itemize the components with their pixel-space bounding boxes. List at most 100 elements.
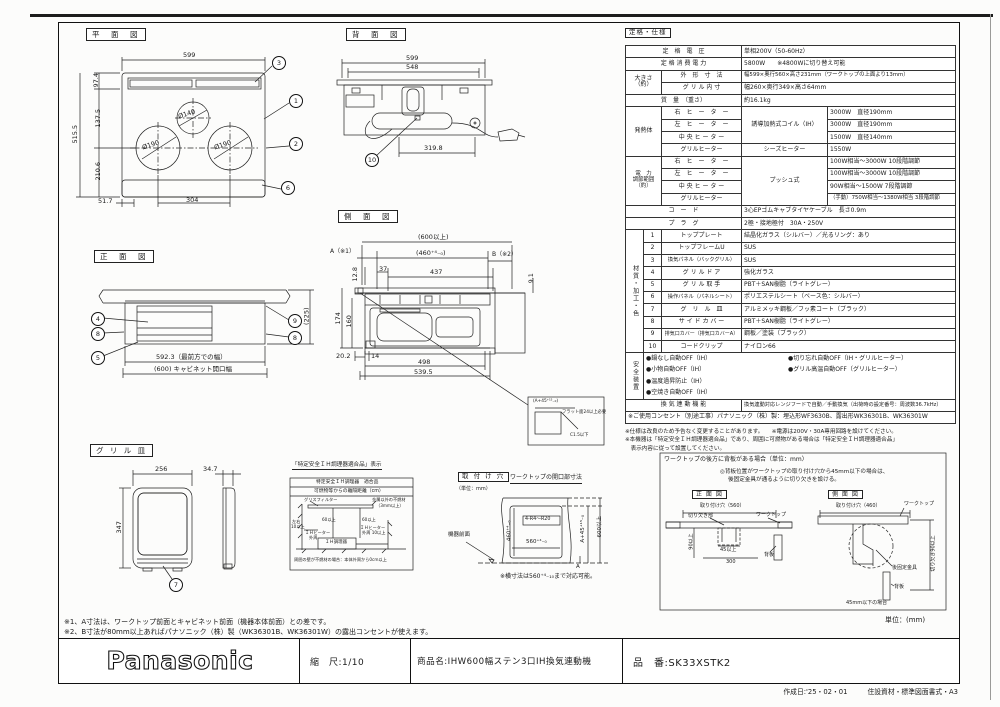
spec-adjust-right: 右 ヒ ー タ ー xyxy=(661,155,742,169)
callout-1: 1 xyxy=(289,94,303,108)
rearpanel-notch: 切り欠き部 xyxy=(688,513,714,519)
material-value: ポリエステルシート（ベース色：シルバー） xyxy=(741,290,956,305)
rear-view-art xyxy=(336,59,526,157)
safety-label-section: 「特定安全ＩＨ調理器適合品」表示 特定安全ＩＨ調理器 適合品 可燃物等からの離隔… xyxy=(288,460,418,578)
mounting-unit: （単位：mm） xyxy=(456,486,491,492)
spec-size-grill-value: 幅260×奥行349×高さ64mm xyxy=(741,81,956,96)
safety-label-art xyxy=(289,477,414,571)
safety-lr: 左右 xyxy=(292,519,301,524)
worktop-rear-panel-section: ワークトップの後方に背板がある場合（単位：mm） ◎背板位置がワークトップの取り… xyxy=(658,450,950,615)
spec-adjust-center: 中 央 ヒ ー タ ー xyxy=(661,180,742,194)
material-name: グ リ ル 取 手 xyxy=(661,278,742,292)
callout-9: 9 xyxy=(288,314,302,328)
safety-h2: 可燃物等からの離隔距離（cm） xyxy=(314,489,384,494)
rear-dim-319-8: 319.8 xyxy=(424,144,443,152)
side-detail-flat-note: フラット面24以上必要 xyxy=(562,410,607,415)
safety-cooker: ＩＨ調理器 xyxy=(325,540,347,545)
mounting-hole-section: 取 付 け 穴 （単位：mm） ワークトップの開口部寸法 4-R4～R20 46… xyxy=(448,468,653,598)
spec-title: 定格・仕様 xyxy=(625,28,671,38)
spec-adjust-left-value: 100W相当～3000W 10段階調節 xyxy=(827,167,956,182)
spec-heater-center: 中 央 ヒ ー タ ー xyxy=(661,131,742,145)
paper-right-edge xyxy=(990,14,991,700)
spec-coil: 誘導加熱式コイル（IH） xyxy=(741,106,828,145)
side-ref-a: A（※1） xyxy=(330,248,355,255)
spec-heater-left-value: 3000W 直径190mm xyxy=(827,118,956,133)
spec-safety-label: 安全装置 xyxy=(625,352,644,400)
material-name: 排気口カバー（排気口カバーA） xyxy=(661,327,742,342)
spec-power-label: 定 格 消 費 電 力 xyxy=(625,57,742,71)
side-detail-dim: (A+45⁺¹⁵₋₀) xyxy=(533,399,559,404)
material-value: ナイロン66 xyxy=(741,340,956,354)
rearpanel-front-title: 正 面 図 xyxy=(692,490,727,500)
spec-heater-center-value: 1500W 直径140mm xyxy=(827,131,956,145)
paper-top-edge xyxy=(30,14,993,17)
rear-view: 背 面 図 599 548 319 xyxy=(332,25,612,195)
material-name: 操作パネル（パネルシート） xyxy=(661,290,742,305)
spec-adjust-left: 左 ヒ ー タ ー xyxy=(661,167,742,182)
spec-vent-label: 換 気 連 動 機 能 xyxy=(625,398,742,412)
material-name: トッププレート xyxy=(661,229,742,243)
mounting-hole-title: 取 付 け 穴 xyxy=(458,472,509,482)
mount-dim-a45: A+45⁺¹⁵₋₀ xyxy=(580,514,587,543)
mounting-hole-art xyxy=(465,497,608,564)
material-value: 強化ガラス xyxy=(741,266,956,280)
callout-2: 2 xyxy=(289,137,303,151)
callout-3: 3 xyxy=(272,56,286,70)
spec-size-outer-label: 外 形 寸 法 xyxy=(661,69,742,83)
spec-material-label: 材質・加工・色 xyxy=(625,229,644,354)
doc-format: 住設資材・標準図面書式・A3 xyxy=(867,688,958,696)
footer-scale: 縮 尺:1/10 xyxy=(310,657,365,668)
spec-vent-value: 換気連動対応レンジフードで自動／手動換気（出荷時の設定番号：周波数36.7kHz… xyxy=(741,398,956,412)
spec-push: プッシュ式 xyxy=(741,155,828,206)
callout-6: 6 xyxy=(281,181,295,195)
side-dim-600: (600以上) xyxy=(418,233,449,241)
rearpanel-worktop-a: ワークトップ xyxy=(756,512,787,518)
spec-section: 定格・仕様 定 格 電 圧単相200V（50-60Hz） 定 格 消 費 電 力… xyxy=(622,26,958,452)
grill-dim-347: 347 xyxy=(114,521,123,534)
unit-note: 単位：(mm) xyxy=(885,616,926,624)
mount-corner-radius: 4-R4～R20 xyxy=(525,517,551,522)
safety-label-title: 「特定安全ＩＨ調理器適合品」表示 xyxy=(292,462,382,471)
spec-heater-label: 発熱体 xyxy=(625,106,662,157)
callout-7: 7 xyxy=(169,578,183,592)
rear-dim-599: 599 xyxy=(406,54,419,62)
safety-ih-outer-b: ＩＨヒーター xyxy=(360,525,386,530)
side-dim-160: 160 xyxy=(344,315,353,328)
side-view-title: 側 面 図 xyxy=(338,210,398,223)
side-dim-460: (460⁺⁴₋₀) xyxy=(416,249,446,257)
rearpanel-case45: 45mm以下の場合 xyxy=(846,600,888,606)
footer-scale-cell: 縮 尺:1/10 xyxy=(299,638,413,684)
spec-note-a: ※仕様は改良のため予告なく変更することがあります。 ※電源は200V・30A専用… xyxy=(625,429,897,435)
side-dim-9-1: 9.1 xyxy=(526,273,535,284)
footer-product-name: 商品名:IHW600幅ステン3口IH換気連動機 xyxy=(417,657,592,667)
plan-dim-97-4: 97.4 xyxy=(91,73,100,88)
grill-pan-art xyxy=(119,470,241,580)
material-name: グ リ ル 皿 xyxy=(661,303,742,317)
mount-front-face: 機器前面 xyxy=(448,532,471,538)
material-name: コードクリップ xyxy=(661,340,742,354)
plan-dim-304: 304 xyxy=(186,196,199,204)
spec-heater-grill: グリルヒーター xyxy=(661,143,742,157)
spec-note-b: ※本機器は「特定安全ＩＨ調理器適合品」であり、周囲に可燃物がある場合は「特定安全… xyxy=(625,437,898,444)
side-dim-20-2: 20.2 xyxy=(336,352,351,360)
safety-wall-note: 周囲の壁が不燃材の場合：本体外周から0cm以上 xyxy=(294,557,387,562)
plan-view: 平 面 図 xyxy=(58,25,328,230)
safety-60b: 60以上 xyxy=(362,517,376,522)
rearpanel-300: 300 xyxy=(726,559,736,565)
spec-adjust-right-value: 100W相当～3000W 10段階調節 xyxy=(827,155,956,169)
spec-note-c: 表示内容に従って設置してください。 xyxy=(625,445,726,452)
rearpanel-note2: 後固定金具が通るように切り欠きを設ける。 xyxy=(728,477,840,483)
spec-safety-row1: ●鍋なし自動OFF（IH）●切り忘れ自動OFF（IH・グリルヒーター） xyxy=(643,352,956,365)
safety-noncombustible-2: （3mm以上） xyxy=(376,503,404,508)
plan-dim-599: 599 xyxy=(183,51,196,59)
side-dim-37: 37 xyxy=(379,265,388,273)
rearpanel-back-b: 背板 xyxy=(894,584,905,590)
safety-60a: 60以上 xyxy=(322,517,336,522)
spec-sheath: シーズヒーター xyxy=(741,143,828,157)
side-dim-539-5: 539.5 xyxy=(414,368,433,376)
material-no: 4 xyxy=(643,266,662,280)
front-dim-592-3: 592.3（最前方での幅） xyxy=(156,353,227,361)
front-dim-600: (600) キャビネット開口幅 xyxy=(154,365,233,373)
